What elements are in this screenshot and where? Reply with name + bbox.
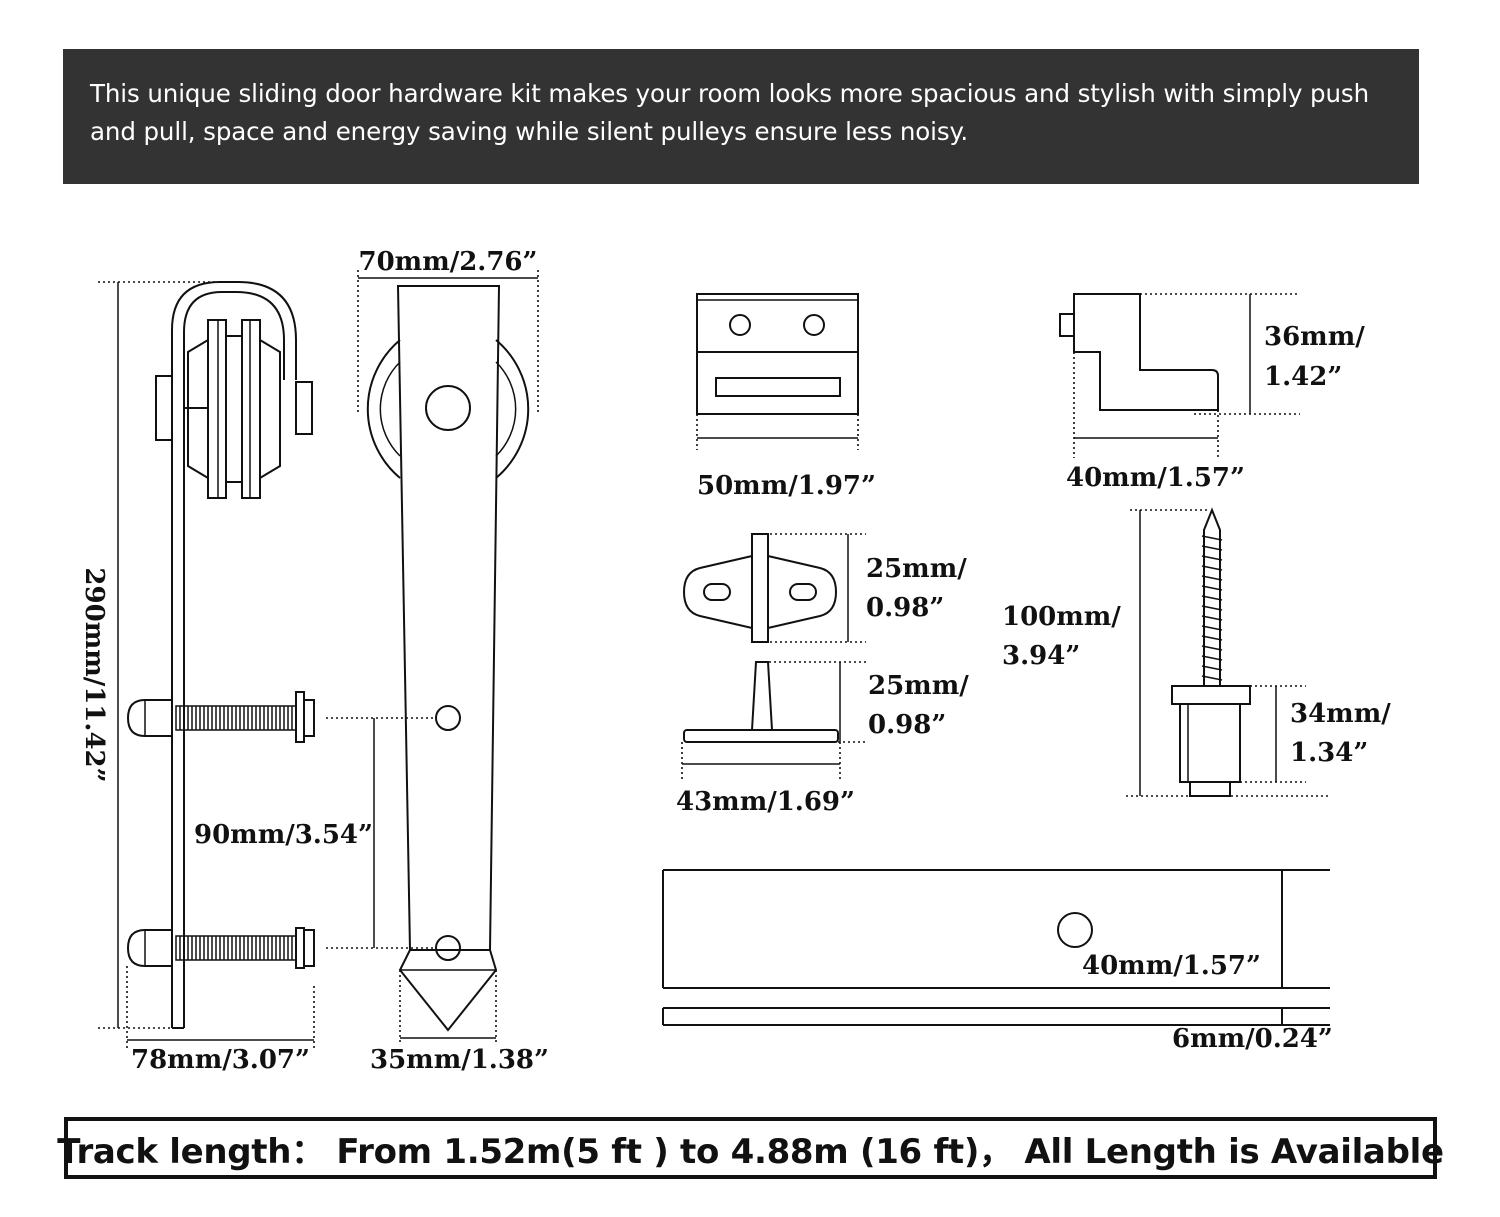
hanger-side-view — [98, 281, 315, 1050]
anti-jump-width-label: 40mm/1.57” — [1066, 463, 1245, 493]
track-length-box: Track length： From 1.52m(5 ft ) to 4.88m… — [57, 1117, 1444, 1179]
lag-spacer-label-1: 34mm/ — [1290, 699, 1391, 729]
bolt-thread-2 — [179, 936, 293, 960]
guide-width-label: 43mm/1.69” — [676, 787, 855, 817]
track-length-text: Track length： From 1.52m(5 ft ) to 4.88m… — [57, 1131, 1444, 1172]
hanger-height-label: 290mm/11.42” — [79, 567, 109, 782]
anti-jump-height-label-1: 36mm/ — [1264, 322, 1365, 352]
stopper-part — [696, 293, 859, 450]
bolt-spacing-label: 90mm/3.54” — [194, 820, 373, 850]
bolt-thread-1 — [179, 706, 293, 730]
lag-screw-part — [1126, 507, 1328, 797]
guide-height-label-2: 0.98” — [868, 710, 946, 740]
stopper-width-label: 50mm/1.97” — [697, 471, 876, 501]
anti-jump-height-label-2: 1.42” — [1264, 362, 1342, 392]
track-height-label: 40mm/1.57” — [1082, 951, 1261, 981]
spacer-part — [682, 533, 866, 643]
track-thickness-label: 6mm/0.24” — [1172, 1024, 1333, 1054]
spacer-height-label-2: 0.98” — [866, 593, 944, 623]
anti-jump-part — [1059, 293, 1300, 458]
floor-guide-part — [681, 661, 866, 780]
lag-length-label-1: 100mm/ — [1002, 602, 1121, 632]
header-banner: This unique sliding door hardware kit ma… — [63, 49, 1419, 184]
hanger-depth-label: 78mm/3.07” — [131, 1045, 310, 1075]
guide-height-label-1: 25mm/ — [868, 671, 969, 701]
header-description: This unique sliding door hardware kit ma… — [90, 79, 1370, 146]
hanger-front-view — [326, 270, 539, 1042]
lag-length-label-2: 3.94” — [1002, 641, 1080, 671]
hanger-tip-label: 35mm/1.38” — [370, 1045, 549, 1075]
spacer-height-label-1: 25mm/ — [866, 554, 967, 584]
lag-spacer-label-2: 1.34” — [1290, 738, 1368, 768]
track-part — [662, 869, 1330, 1026]
hanger-width-label: 70mm/2.76” — [359, 247, 538, 277]
